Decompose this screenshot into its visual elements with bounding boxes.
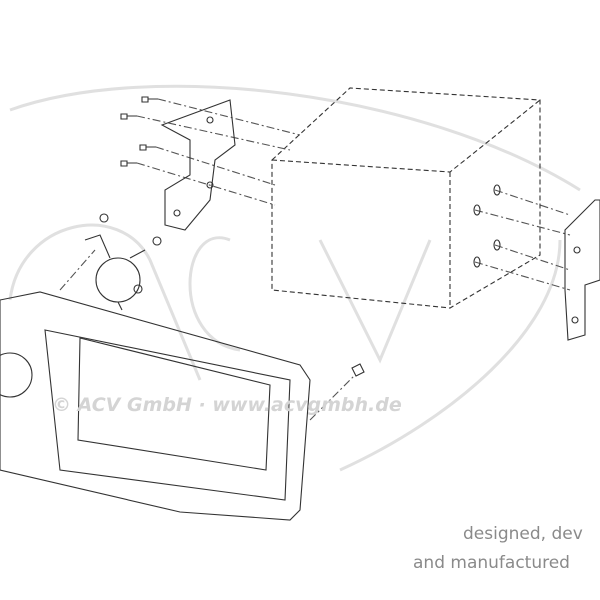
acv-logo-watermark: [8, 84, 581, 472]
box-mounting-holes: [473, 184, 501, 268]
credit-line-2: and manufactured: [413, 553, 570, 573]
credit-line-1: designed, dev: [463, 524, 583, 544]
copyright-watermark: © ACV GmbH · www.acvgmbh.de: [52, 394, 402, 416]
left-mounting-bracket: [160, 99, 236, 231]
radio-unit-box: [271, 87, 541, 309]
right-mounting-bracket: [564, 199, 600, 341]
clip: [351, 363, 365, 377]
dash-fascia-panel: [0, 291, 365, 521]
round-bracket: [84, 234, 146, 311]
screws: [99, 96, 162, 294]
